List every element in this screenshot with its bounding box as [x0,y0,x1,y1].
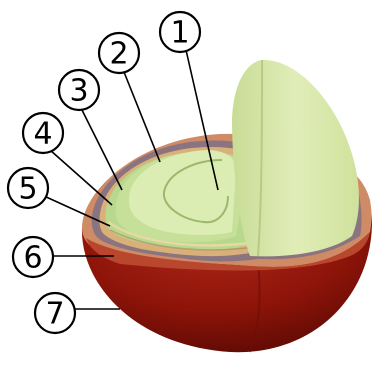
callout-6: 6 [13,237,53,277]
callout-2-label: 2 [109,37,128,72]
callout-3-label: 3 [69,74,88,109]
leader-line-4 [50,150,112,205]
callout-1-label: 1 [170,16,189,51]
callout-4: 4 [23,113,63,153]
callout-3: 3 [59,70,99,110]
leader-line-3 [80,106,122,190]
bean-half-standing [232,60,359,256]
callout-5-label: 5 [18,172,37,207]
leader-line-2 [124,72,160,162]
callout-1: 1 [160,12,200,52]
callout-7-label: 7 [45,297,64,332]
callout-7: 7 [35,293,75,333]
callout-6-label: 6 [23,241,42,276]
callout-2: 2 [99,33,139,73]
callout-5: 5 [8,168,48,208]
callout-4-label: 4 [33,117,52,152]
